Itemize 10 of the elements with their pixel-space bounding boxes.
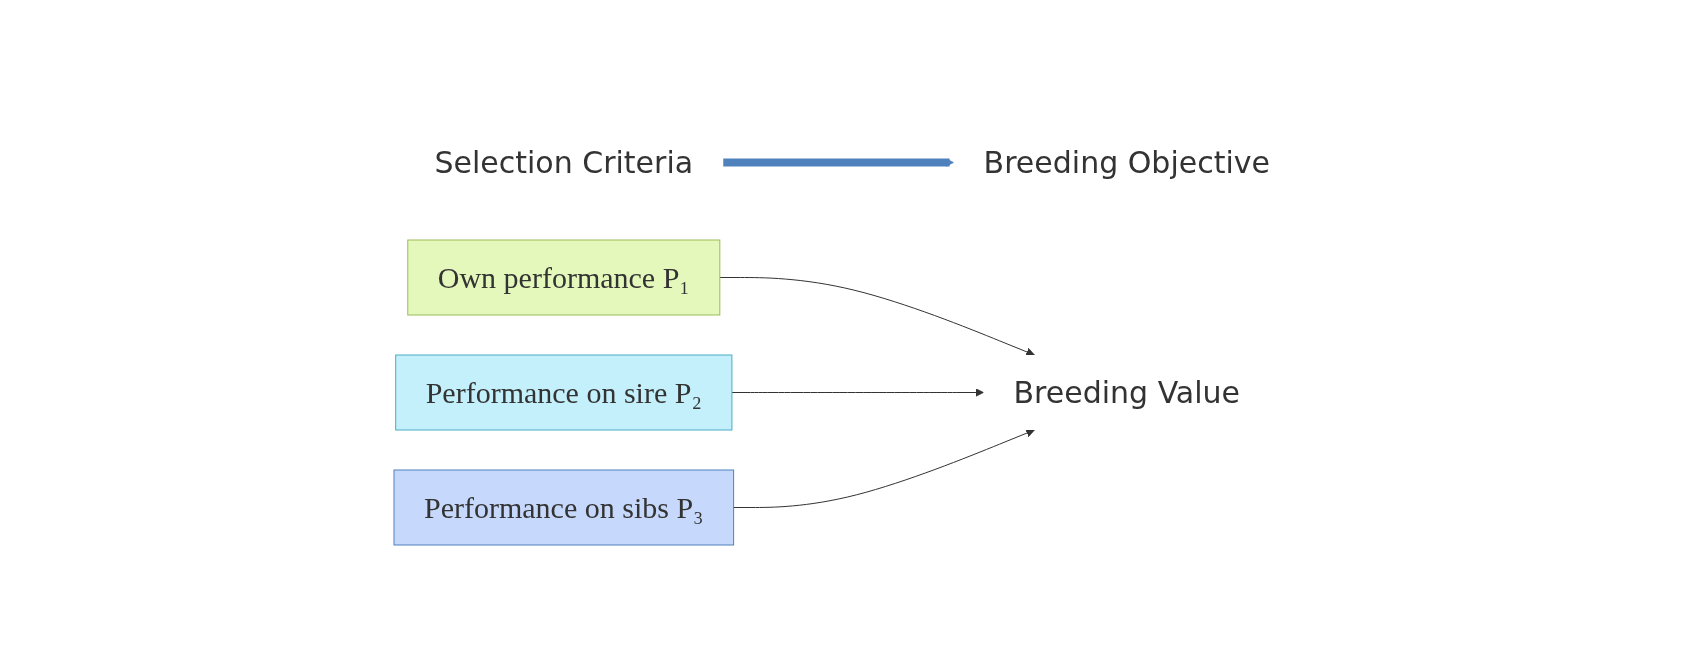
arrow [731, 388, 984, 397]
arrow [733, 428, 1035, 508]
node-box: Performance on sire P₂ [395, 354, 733, 431]
node-box: Performance on sibs P₃ [393, 469, 735, 546]
node-text: Selection Criteria [434, 145, 694, 180]
arrow [719, 277, 1035, 357]
node-text: Breeding Value [1013, 375, 1241, 410]
node-text: Breeding Objective [983, 145, 1270, 180]
node-box: Own performance P₁ [407, 239, 721, 316]
arrow [723, 158, 954, 167]
